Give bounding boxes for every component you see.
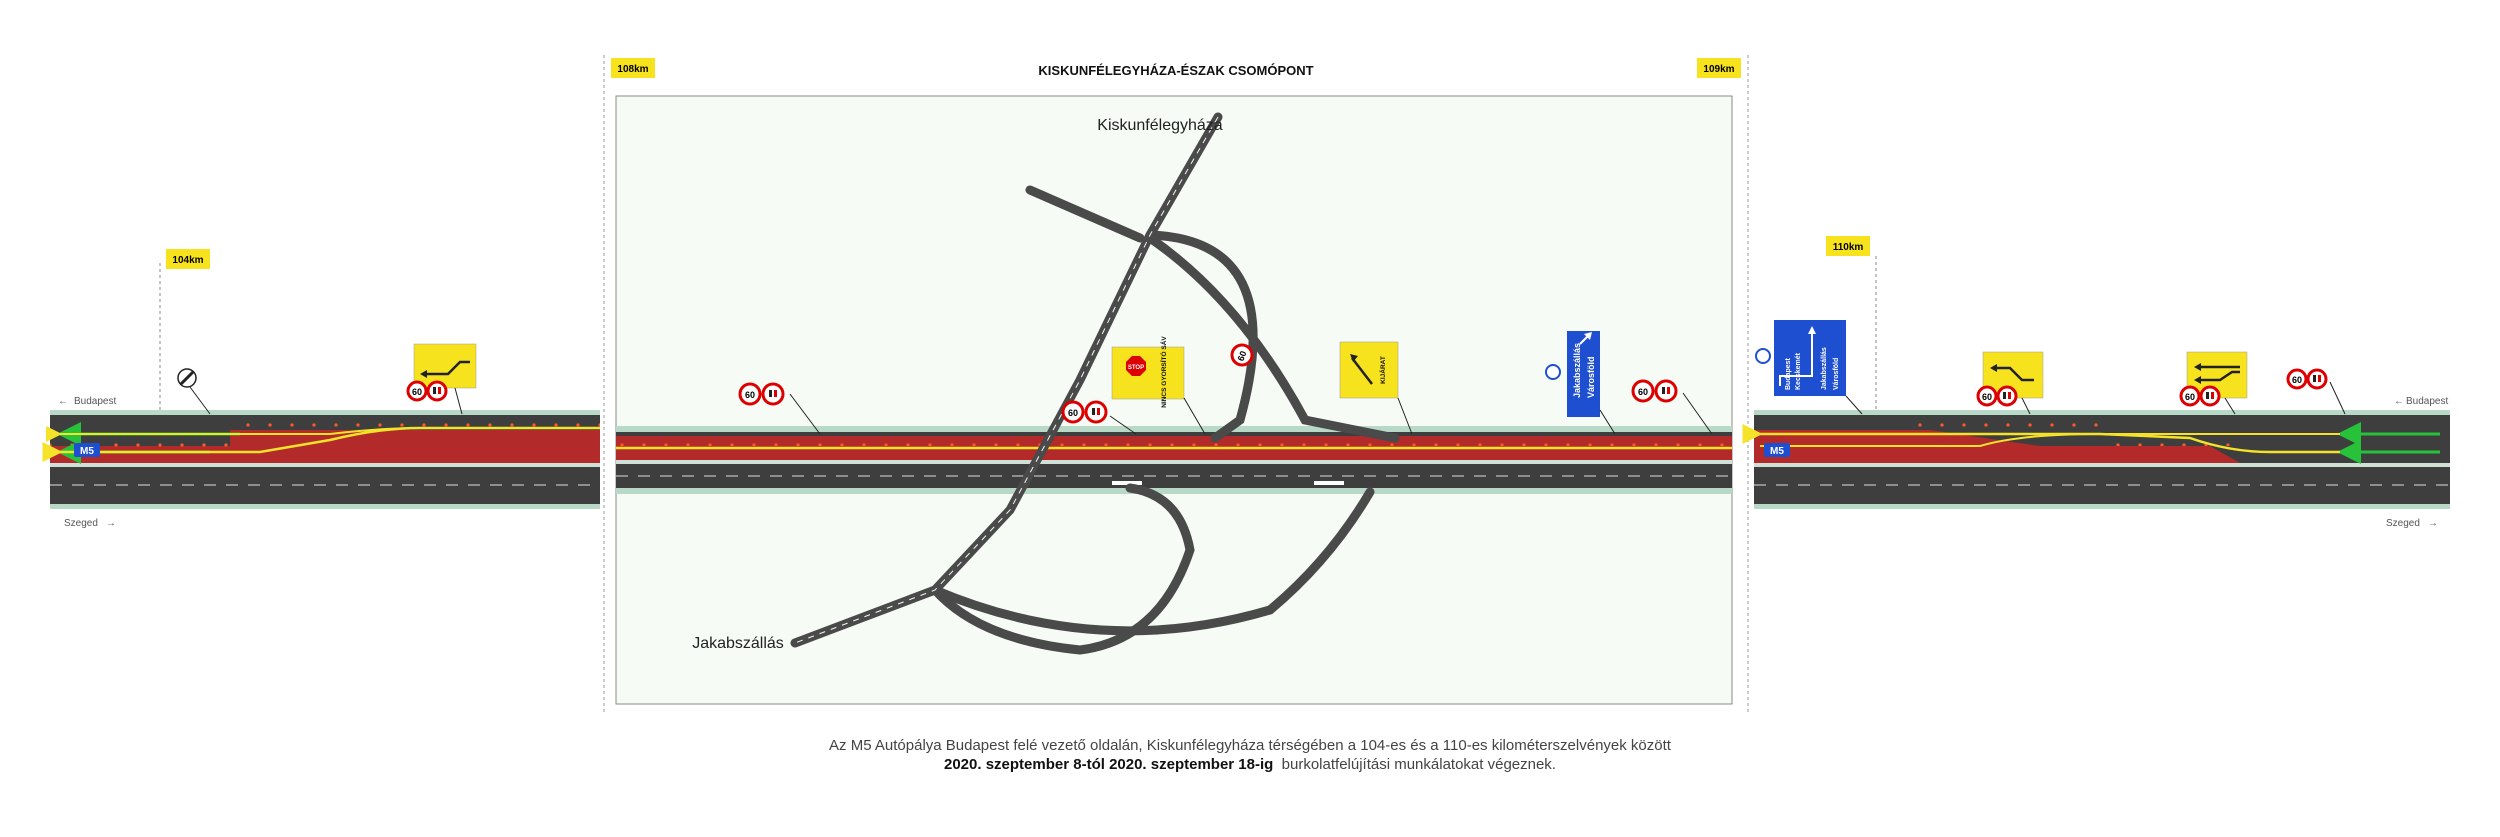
motorway-symbol-icon bbox=[1545, 364, 1561, 380]
svg-text:60: 60 bbox=[1982, 392, 1992, 402]
svg-text:110km: 110km bbox=[1833, 242, 1864, 253]
svg-text:Városföld: Városföld bbox=[1833, 358, 1840, 390]
caption-line2: 2020. szeptember 8-tól 2020. szeptember … bbox=[0, 755, 2500, 774]
m5-shield-right bbox=[1764, 443, 1790, 457]
svg-text:M5: M5 bbox=[80, 446, 94, 457]
exit-sign bbox=[1339, 341, 1399, 399]
caption: Az M5 Autópálya Budapest felé vezető old… bbox=[0, 736, 2500, 774]
m5-shield-left bbox=[74, 443, 100, 457]
junction-title: KISKUNFÉLEGYHÁZA-ÉSZAK CSOMÓPONT bbox=[1038, 63, 1313, 78]
center-speed-signs-2: 60 bbox=[1061, 400, 1137, 435]
svg-text:←: ← bbox=[2394, 396, 2404, 407]
dir-right-top: Budapest bbox=[2406, 396, 2448, 407]
svg-text:60: 60 bbox=[2292, 375, 2302, 385]
svg-text:Budapest: Budapest bbox=[1785, 357, 1792, 390]
right-work-zone bbox=[1754, 430, 2240, 463]
svg-text:Városföld: Városföld bbox=[1586, 356, 1596, 398]
center-speed-signs-1: 60 bbox=[738, 382, 821, 435]
no-overtaking-sign bbox=[426, 380, 448, 402]
svg-text:KIJÁRAT: KIJÁRAT bbox=[1378, 356, 1387, 384]
svg-text:60: 60 bbox=[412, 387, 422, 397]
right-section: 110km ← Budapest Szeged → M5 Budapest Ke… bbox=[1742, 236, 2450, 529]
center-section: 108km 109km KISKUNFÉLEGYHÁZA-ÉSZAK CSOMÓ… bbox=[603, 55, 1749, 712]
dir-left-bottom: Szeged bbox=[64, 518, 98, 529]
svg-text:→: → bbox=[2428, 518, 2438, 529]
svg-text:60: 60 bbox=[1638, 387, 1648, 397]
svg-text:M5: M5 bbox=[1770, 446, 1784, 457]
stop-icon bbox=[1126, 356, 1146, 376]
svg-text:NINCS GYORSÍTÓ SÁV: NINCS GYORSÍTÓ SÁV bbox=[1159, 336, 1168, 408]
dir-left-bottom-arrow: → bbox=[106, 518, 116, 529]
svg-text:60: 60 bbox=[1068, 408, 1078, 418]
caption-rest: burkolatfelújítási munkálatokat végeznek… bbox=[1281, 756, 1556, 773]
km104-marker bbox=[166, 249, 210, 269]
dir-left-top: Budapest bbox=[74, 396, 116, 407]
right-speed-signs-1: 60 bbox=[1976, 385, 2031, 415]
left-section: 104km ← Budapest Szeged → M5 bbox=[42, 249, 600, 529]
blue-direction-sign bbox=[1567, 331, 1600, 417]
caption-line1: Az M5 Autópálya Budapest felé vezető old… bbox=[829, 737, 1671, 754]
dir-right-bottom: Szeged bbox=[2386, 518, 2420, 529]
no-accel-lane-sign bbox=[1111, 346, 1185, 400]
svg-text:109km: 109km bbox=[1703, 64, 1734, 75]
right-speed-signs-2: 60 bbox=[2179, 385, 2236, 415]
town-south: Jakabszállás bbox=[692, 635, 784, 652]
speed-sign bbox=[406, 380, 428, 402]
center-speed-signs-3: 60 bbox=[1631, 379, 1713, 435]
svg-text:STOP: STOP bbox=[1128, 365, 1144, 371]
svg-text:60: 60 bbox=[1236, 350, 1249, 363]
svg-text:108km: 108km bbox=[617, 64, 648, 75]
dir-left-top-arrow: ← bbox=[58, 396, 68, 407]
svg-text:Kecskemét: Kecskemét bbox=[1795, 352, 1802, 390]
lane-change-sign-left bbox=[413, 343, 477, 389]
km110-marker bbox=[1826, 236, 1870, 256]
town-north: Kiskunfélegyháza bbox=[1097, 117, 1223, 134]
left-work-zone bbox=[50, 430, 600, 463]
svg-text:Jakabszállás: Jakabszállás bbox=[1821, 347, 1828, 390]
km104-label: 104km bbox=[172, 255, 203, 266]
right-speed-signs-3: 60 bbox=[2286, 368, 2346, 415]
svg-text:60: 60 bbox=[745, 390, 755, 400]
caption-dates: 2020. szeptember 8-tól 2020. szeptember … bbox=[944, 756, 1274, 773]
km108-marker bbox=[611, 58, 655, 78]
svg-text:60: 60 bbox=[2185, 392, 2195, 402]
km109-marker bbox=[1697, 58, 1741, 78]
svg-text:Jakabszállás: Jakabszállás bbox=[1572, 343, 1582, 398]
